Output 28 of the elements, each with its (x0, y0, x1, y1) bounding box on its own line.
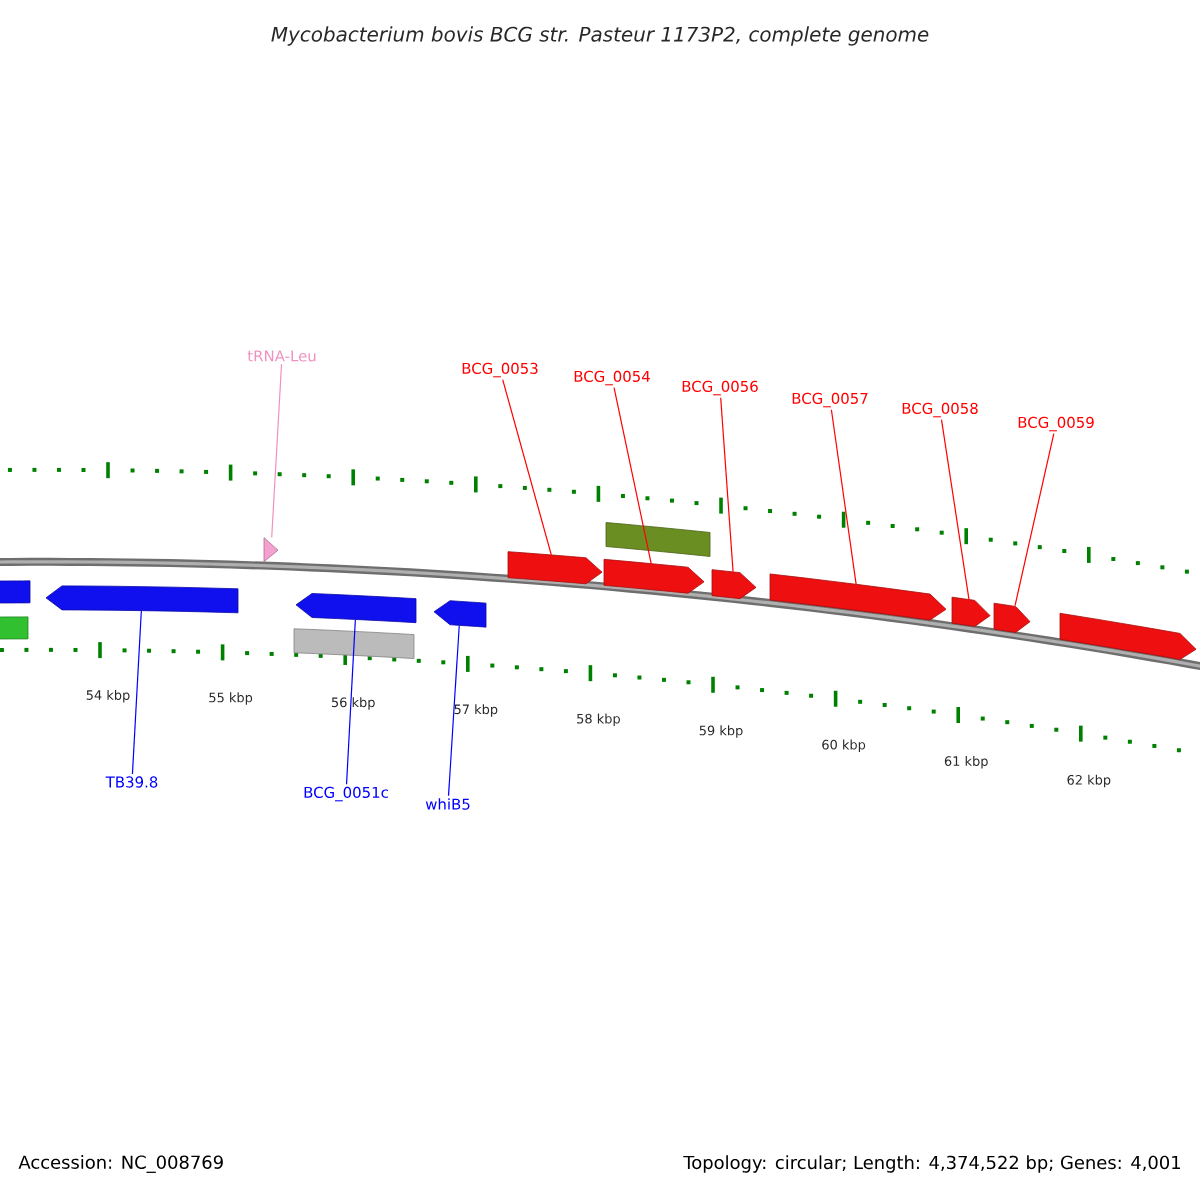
leader-line (613, 387, 652, 565)
leader-line (447, 625, 460, 797)
leader-line (1014, 433, 1055, 607)
gene-bar (293, 628, 415, 659)
gene-marker (263, 537, 279, 563)
gene-block (295, 593, 417, 624)
genome-info-text: Topology: circular; Length: 4,374,522 bp; Genes: 4,001 (683, 1155, 1180, 1173)
leader-line (345, 619, 356, 785)
gene-block (711, 569, 757, 600)
leader-line (940, 419, 970, 601)
leader-line (502, 379, 552, 556)
gene-bar (0, 616, 29, 640)
gene-block (45, 585, 239, 614)
gene-block (507, 551, 603, 585)
gene-block (1059, 612, 1197, 660)
leader-line (830, 409, 857, 585)
gene-bar (605, 522, 711, 557)
title: Mycobacterium bovis BCG str. Pasteur 1173P2, complete genome (271, 26, 929, 46)
gene-bar (0, 580, 31, 604)
leader-line (720, 397, 734, 573)
gene-block (993, 602, 1031, 633)
leader-line (131, 610, 142, 775)
gene-block (603, 558, 705, 594)
gene-block (433, 600, 487, 628)
leader-line (271, 363, 283, 539)
accession-text: Accession: NC_008769 (18, 1155, 223, 1173)
gene-block (951, 596, 991, 627)
gene-block (769, 573, 947, 621)
